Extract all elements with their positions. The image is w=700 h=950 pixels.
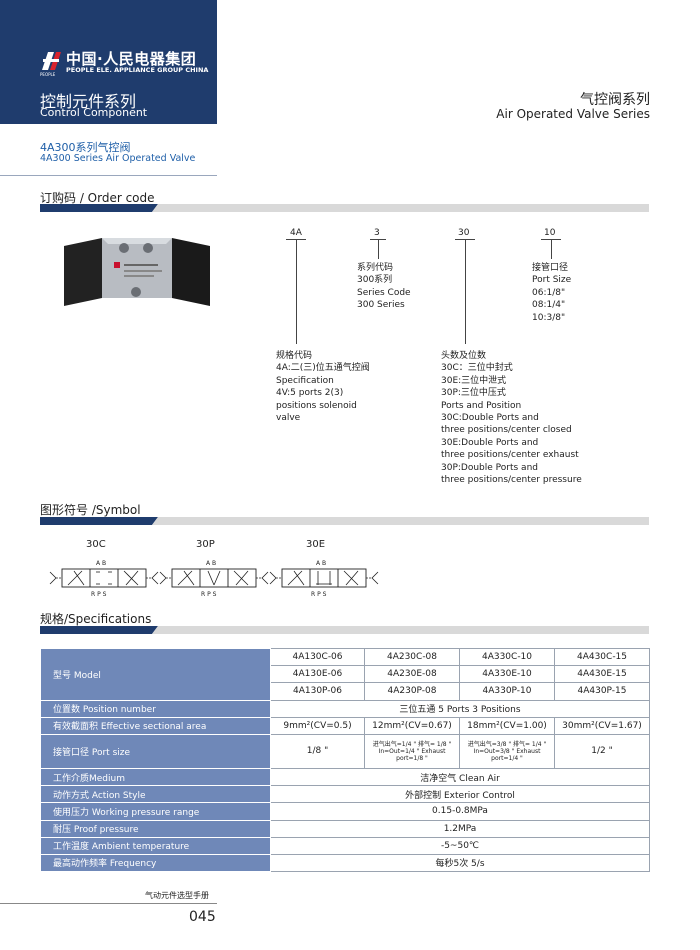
table-row: 工作温度 Ambient temperature -5~50℃ bbox=[40, 836, 650, 855]
area-label: 有效截面积 Effective sectional area bbox=[40, 716, 271, 735]
frequency-label: 最高动作频率 Frequency bbox=[40, 853, 271, 873]
table-row: 使用压力 Working pressure range 0.15-0.8MPa bbox=[40, 802, 650, 821]
medium-value: 洁净空气 Clean Air bbox=[270, 767, 650, 787]
area-value: 12mm²(CV=0.67) bbox=[364, 716, 460, 735]
logo-english-name: PEOPLE ELE. APPLIANCE GROUP CHINA bbox=[66, 66, 209, 74]
model-cell: 4A430C-15 bbox=[554, 647, 650, 667]
area-value: 30mm²(CV=1.67) bbox=[554, 716, 650, 735]
table-row: 有效截面积 Effective sectional area 9mm²(CV=0… bbox=[40, 716, 650, 735]
port-value: 进气出气=1/4 " 排气= 1/8 " In=Out=1/4 " Exhaus… bbox=[364, 733, 460, 769]
table-row: 接管口径 Port size 1/8 " 进气出气=1/4 " 排气= 1/8 … bbox=[40, 733, 650, 769]
code-leader bbox=[465, 239, 466, 344]
table-row: 动作方式 Action Style 外部控制 Exterior Control bbox=[40, 785, 650, 804]
model-cell: 4A430E-15 bbox=[554, 665, 650, 684]
valve-symbol-30e-icon: A B R P S bbox=[269, 560, 379, 598]
symbol-bottom-ports: R P S bbox=[91, 591, 107, 598]
page-number: 045 bbox=[189, 909, 216, 925]
symbol-30c-label: 30C bbox=[86, 539, 106, 550]
pressure-label: 使用压力 Working pressure range bbox=[40, 802, 271, 821]
code-leader bbox=[378, 239, 379, 259]
model-cell: 4A130E-06 bbox=[270, 665, 365, 684]
port-value: 1/8 " bbox=[270, 733, 365, 769]
valve-symbol-30c-icon: A B R P S bbox=[49, 560, 159, 598]
series-code-note: 系列代码 300系列 Series Code 300 Series bbox=[357, 263, 411, 311]
code-leader bbox=[296, 239, 297, 344]
footer-divider bbox=[0, 903, 217, 904]
action-value: 外部控制 Exterior Control bbox=[270, 785, 650, 804]
model-cell: 4A330E-10 bbox=[459, 665, 555, 684]
temperature-label: 工作温度 Ambient temperature bbox=[40, 836, 271, 855]
area-value: 18mm²(CV=1.00) bbox=[459, 716, 555, 735]
port-label: 接管口径 Port size bbox=[40, 733, 271, 769]
code-series: 3 bbox=[374, 228, 380, 238]
proof-label: 耐压 Proof pressure bbox=[40, 819, 271, 838]
model-cell: 4A230P-08 bbox=[364, 682, 460, 701]
symbol-top-ports: A B bbox=[316, 560, 326, 567]
head-position-note: 头数及位数 30C：三位中封式 30E:三位中泄式 30P:三位中压式 Port… bbox=[441, 351, 582, 486]
model-cell: 4A130C-06 bbox=[270, 647, 365, 667]
category-title-cn: 控制元件系列 bbox=[40, 92, 137, 111]
code-port: 10 bbox=[544, 228, 556, 238]
code-leader bbox=[551, 239, 552, 259]
table-row: 位置数 Position number 三位五通 5 Ports 3 Posit… bbox=[40, 699, 650, 718]
order-code-title: 订购码 / Order code bbox=[40, 191, 155, 205]
company-logo: PEOPLE 中国·人民电器集团 PEOPLE ELE. APPLIANCE G… bbox=[40, 48, 220, 78]
model-cell: 4A130P-06 bbox=[270, 682, 365, 701]
position-label: 位置数 Position number bbox=[40, 699, 271, 718]
header-block: PEOPLE 中国·人民电器集团 PEOPLE ELE. APPLIANCE G… bbox=[0, 0, 217, 124]
specs-section-bar bbox=[40, 626, 649, 634]
port-value: 进气出气=3/8 " 排气= 1/4 " In=Out=3/8 " Exhaus… bbox=[459, 733, 555, 769]
logo-chinese-name: 中国·人民电器集团 bbox=[66, 50, 197, 68]
footer-text: 气动元件选型手册 bbox=[145, 891, 209, 900]
model-cell: 4A330C-10 bbox=[459, 647, 555, 667]
position-value: 三位五通 5 Ports 3 Positions bbox=[270, 699, 650, 718]
proof-value: 1.2MPa bbox=[270, 819, 650, 838]
model-cell: 4A430P-15 bbox=[554, 682, 650, 701]
symbol-title: 图形符号 /Symbol bbox=[40, 503, 141, 517]
temperature-value: -5~50℃ bbox=[270, 836, 650, 855]
model-label: 型号 Model bbox=[40, 648, 271, 701]
symbol-top-ports: A B bbox=[96, 560, 106, 567]
frequency-value: 每秒5次 5/s bbox=[270, 853, 650, 873]
specs-title: 规格/Specifications bbox=[40, 612, 152, 626]
order-code-section-bar bbox=[40, 204, 649, 212]
medium-label: 工作介质Medium bbox=[40, 767, 271, 787]
model-cell: 4A230E-08 bbox=[364, 665, 460, 684]
table-row: 工作介质Medium 洁净空气 Clean Air bbox=[40, 767, 650, 787]
symbol-bottom-ports: R P S bbox=[311, 591, 327, 598]
port-value: 1/2 " bbox=[554, 733, 650, 769]
product-divider bbox=[0, 175, 217, 176]
action-label: 动作方式 Action Style bbox=[40, 785, 271, 804]
category-title-en: Control Component bbox=[40, 106, 148, 119]
port-size-note: 接管口径 Port Size 06:1/8" 08:1/4" 10:3/8" bbox=[532, 263, 572, 323]
symbol-section-bar bbox=[40, 517, 649, 525]
table-row: 4A130P-06 4A230P-08 4A330P-10 4A430P-15 bbox=[41, 682, 650, 701]
valve-product-image bbox=[64, 238, 210, 306]
table-row: 型号 Model 4A130C-06 4A230C-08 4A330C-10 4… bbox=[40, 647, 650, 701]
table-row: 4A130E-06 4A230E-08 4A330E-10 4A430E-15 bbox=[41, 665, 650, 684]
table-row: 耐压 Proof pressure 1.2MPa bbox=[40, 819, 650, 838]
specifications-table: 型号 Model 4A130C-06 4A230C-08 4A330C-10 4… bbox=[40, 647, 650, 873]
model-cell: 4A230C-08 bbox=[364, 647, 460, 667]
series-title-en: Air Operated Valve Series bbox=[496, 107, 650, 121]
area-value: 9mm²(CV=0.5) bbox=[270, 716, 365, 735]
symbol-bottom-ports: R P S bbox=[201, 591, 217, 598]
series-title-cn: 气控阀系列 bbox=[580, 92, 650, 108]
spec-code-note: 规格代码 4A:二(三)位五通气控阀 Specification 4V:5 po… bbox=[276, 351, 370, 424]
pressure-value: 0.15-0.8MPa bbox=[270, 802, 650, 821]
logo-mark-icon bbox=[42, 52, 61, 70]
model-cell: 4A330P-10 bbox=[459, 682, 555, 701]
product-title-en: 4A300 Series Air Operated Valve bbox=[40, 153, 196, 164]
product-title-cn: 4A300系列气控阀 bbox=[40, 141, 131, 154]
logo-mark-text: PEOPLE bbox=[40, 72, 56, 77]
table-row: 最高动作频率 Frequency 每秒5次 5/s bbox=[40, 853, 650, 873]
code-head: 30 bbox=[458, 228, 470, 238]
code-spec: 4A bbox=[290, 228, 302, 238]
valve-symbol-30p-icon: A B R P S bbox=[159, 560, 269, 598]
symbol-30p-label: 30P bbox=[196, 539, 215, 550]
symbol-30e-label: 30E bbox=[306, 539, 326, 550]
symbol-top-ports: A B bbox=[206, 560, 216, 567]
